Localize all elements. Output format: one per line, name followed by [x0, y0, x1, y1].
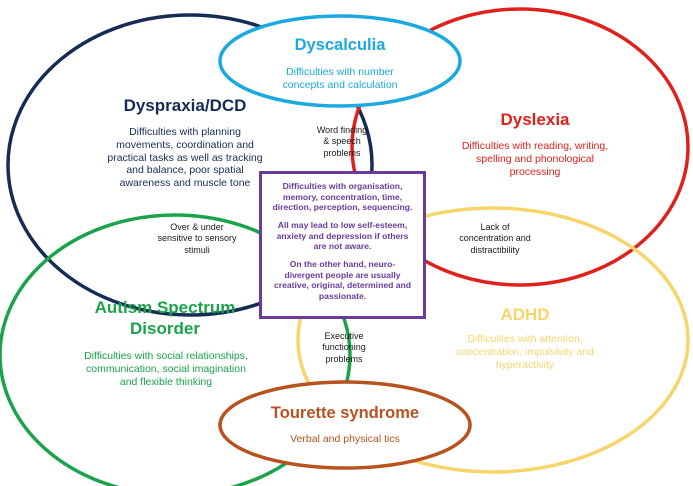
tourette-description: Verbal and physical tics — [290, 433, 400, 445]
overlap-concentration: Lack of concentration and distractibilit… — [459, 222, 531, 255]
dyslexia-title: Dyslexia — [500, 110, 570, 129]
dyslexia-description: Difficulties with reading, writing, spel… — [461, 140, 609, 178]
overlap-executive: Executive functioning problems — [322, 331, 366, 364]
adhd-ring — [296, 206, 690, 474]
dyspraxia-ring — [6, 13, 374, 317]
overlap-word-finding: Word finding & speech problems — [316, 125, 368, 158]
adhd-description: Difficulties with attention, concentrati… — [456, 333, 594, 371]
center-paragraph-self-esteem: All may lead to low self-esteem, anxiety… — [276, 219, 409, 252]
dyscalculia-ring — [218, 14, 462, 108]
dyscalculia-title: Dyscalculia — [294, 36, 386, 54]
autism-ring — [0, 213, 352, 486]
adhd-title: ADHD — [500, 305, 550, 324]
overlap-sensory: Over & under sensitive to sensory stimul… — [157, 222, 237, 255]
dyslexia-ring — [350, 7, 690, 287]
tourette-title: Tourette syndrome — [270, 404, 420, 422]
autism-title: Autism Spectrum Disorder — [94, 298, 236, 338]
dyscalculia-description: Difficulties with number concepts and ca… — [282, 66, 398, 91]
center-paragraph-strengths: On the other hand, neuro- divergent peop… — [273, 258, 412, 301]
center-paragraph-difficulties: Difficulties with organisation, memory, … — [272, 181, 413, 213]
tourette-ring — [218, 380, 472, 470]
dyspraxia-title: Dyspraxia/DCD — [123, 96, 247, 115]
center-common-traits-box: Difficulties with organisation, memory, … — [259, 171, 426, 319]
dyspraxia-description: Difficulties with planning movements, co… — [107, 126, 263, 190]
autism-description: Difficulties with social relationships, … — [84, 350, 248, 388]
